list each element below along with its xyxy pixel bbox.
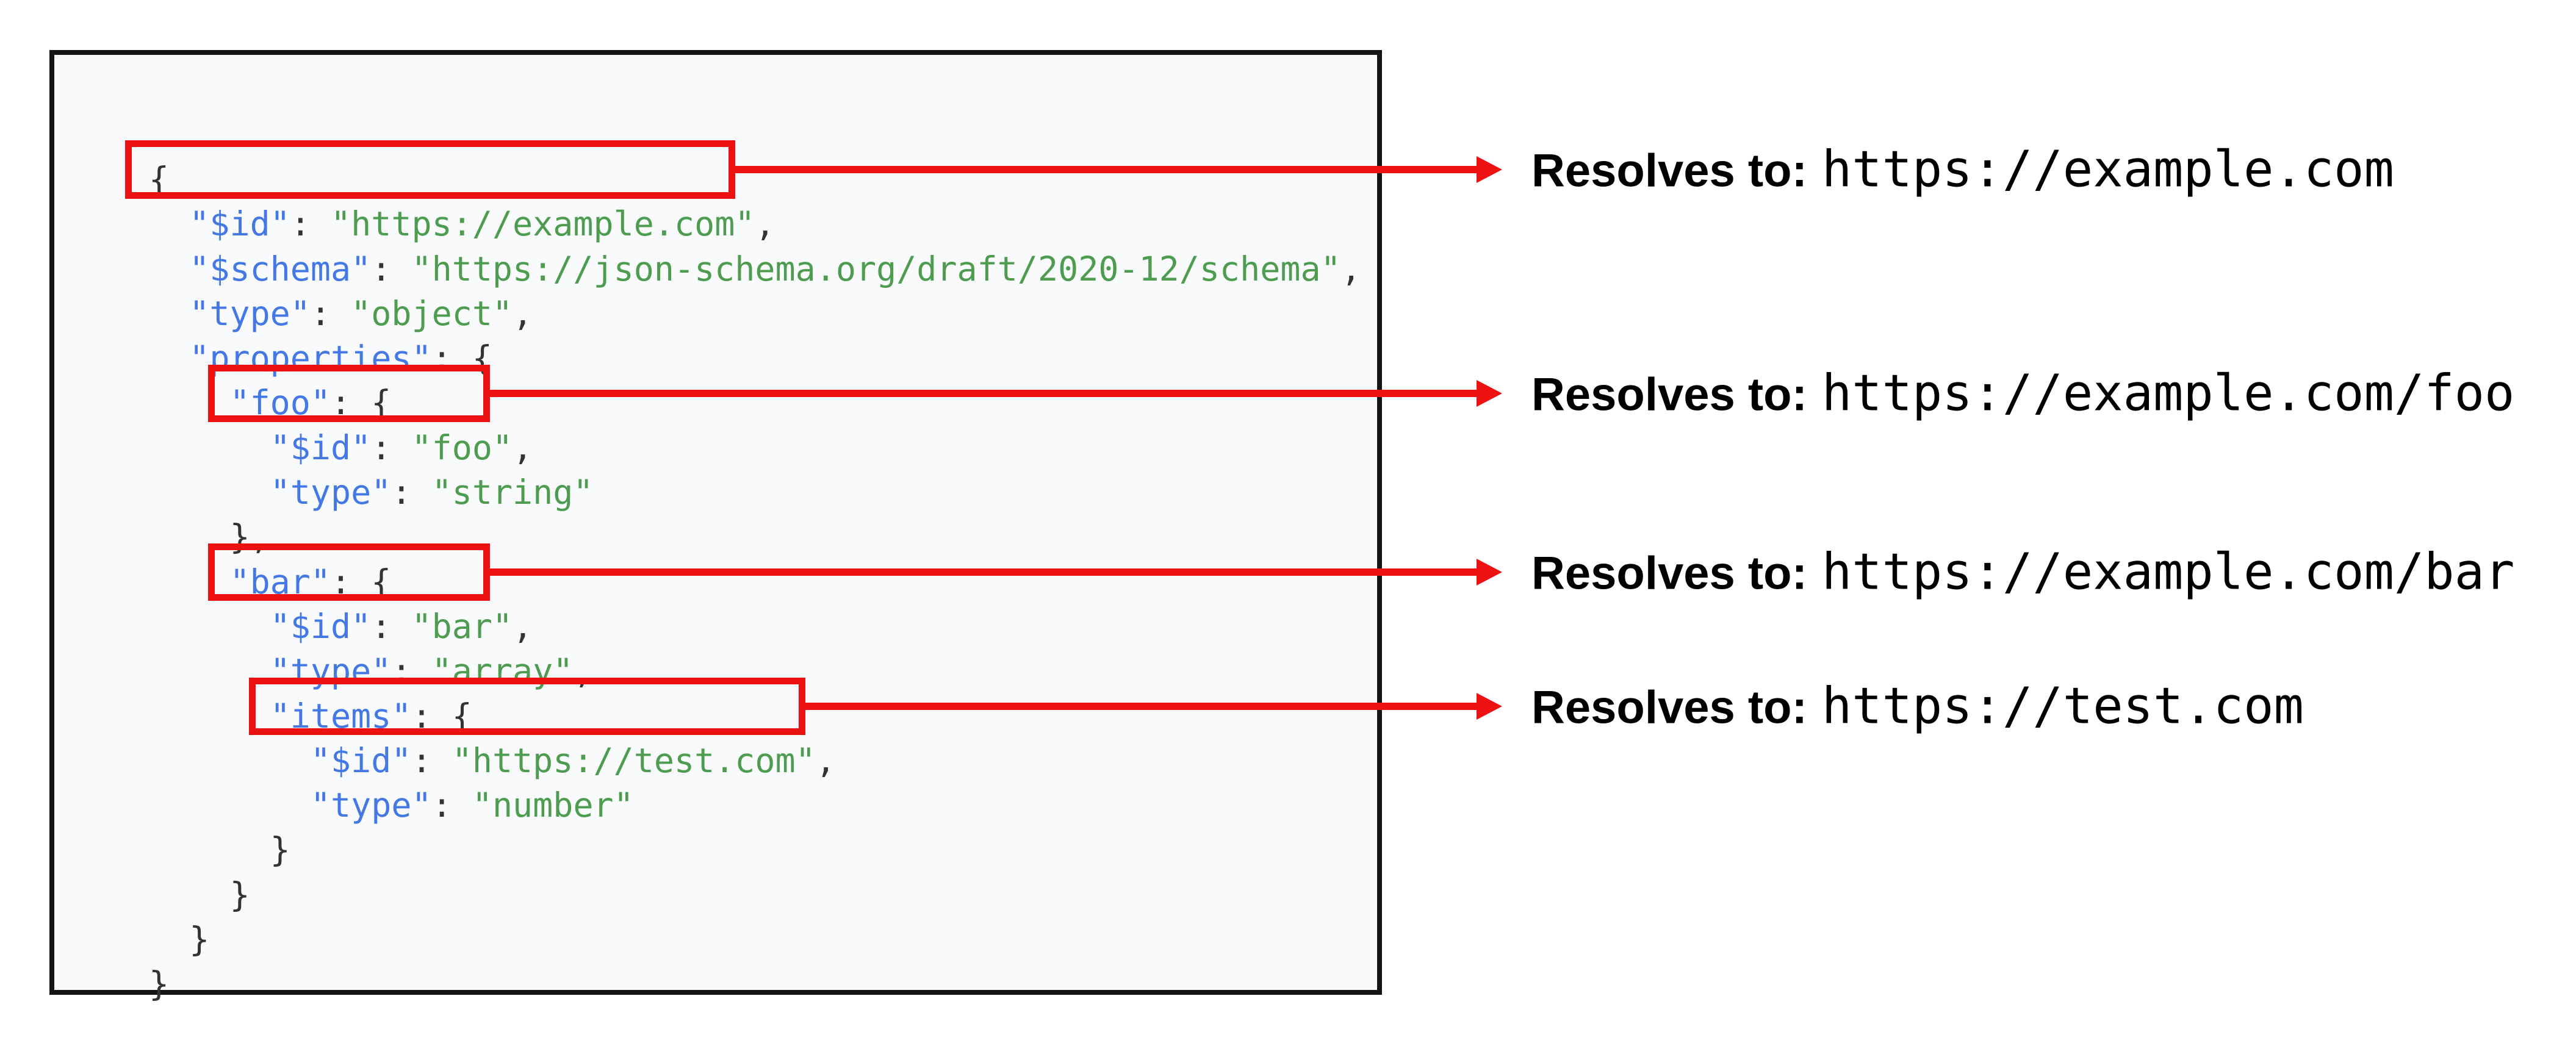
resolves-label: Resolves to: [1531,681,1807,734]
resolved-url: https://test.com [1821,677,2304,736]
arrow-root-id [735,156,1502,183]
annotation-root-id: Resolves to: https://example.com [1531,141,2394,199]
code-block-panel: { "$id": "https://example.com", "$schema… [49,50,1382,1003]
arrow-line [490,568,1478,576]
resolved-url: https://example.com [1821,140,2394,199]
arrow-foo-id [490,380,1502,407]
code-line: } [149,964,170,1004]
resolved-url: https://example.com/bar [1821,543,2515,601]
code-line: "properties": { [189,339,492,378]
code-line: "type": "string" [270,473,594,512]
code-line: "type": "number" [310,786,634,825]
code-lines: { "$id": "https://example.com", "$schema… [149,157,1361,1007]
code-line: "type": "object", [189,293,533,333]
code-line: "$id": "https://test.com", [310,740,836,780]
arrow-head-icon [1477,156,1502,183]
annotation-test-id: Resolves to: https://test.com [1531,678,2304,736]
code-line: }, [149,517,270,557]
resolves-label: Resolves to: [1531,547,1807,600]
arrow-head-icon [1477,380,1502,407]
code-line: "$schema": "https://json-schema.org/draf… [189,249,1361,289]
code-line: "$id": "bar", [270,606,533,646]
code-line: "$id": "https://example.com", [189,204,775,244]
arrow-head-icon [1477,559,1502,586]
resolved-url: https://example.com/foo [1821,364,2515,423]
code-line: "$id": "foo", [270,428,533,467]
code-line: } [149,920,210,959]
resolves-label: Resolves to: [1531,368,1807,421]
arrow-line [490,390,1478,397]
arrow-line [735,166,1478,173]
annotation-bar-id: Resolves to: https://example.com/bar [1531,543,2514,601]
arrow-head-icon [1477,693,1502,720]
arrow-line [805,703,1478,710]
arrow-bar-id [490,559,1502,586]
annotation-foo-id: Resolves to: https://example.com/foo [1531,365,2514,423]
arrow-test-id [805,693,1502,720]
code-line: "type": "array", [270,651,594,691]
resolves-label: Resolves to: [1531,145,1807,197]
code-line: } [149,875,250,914]
code-line: } [149,830,290,870]
